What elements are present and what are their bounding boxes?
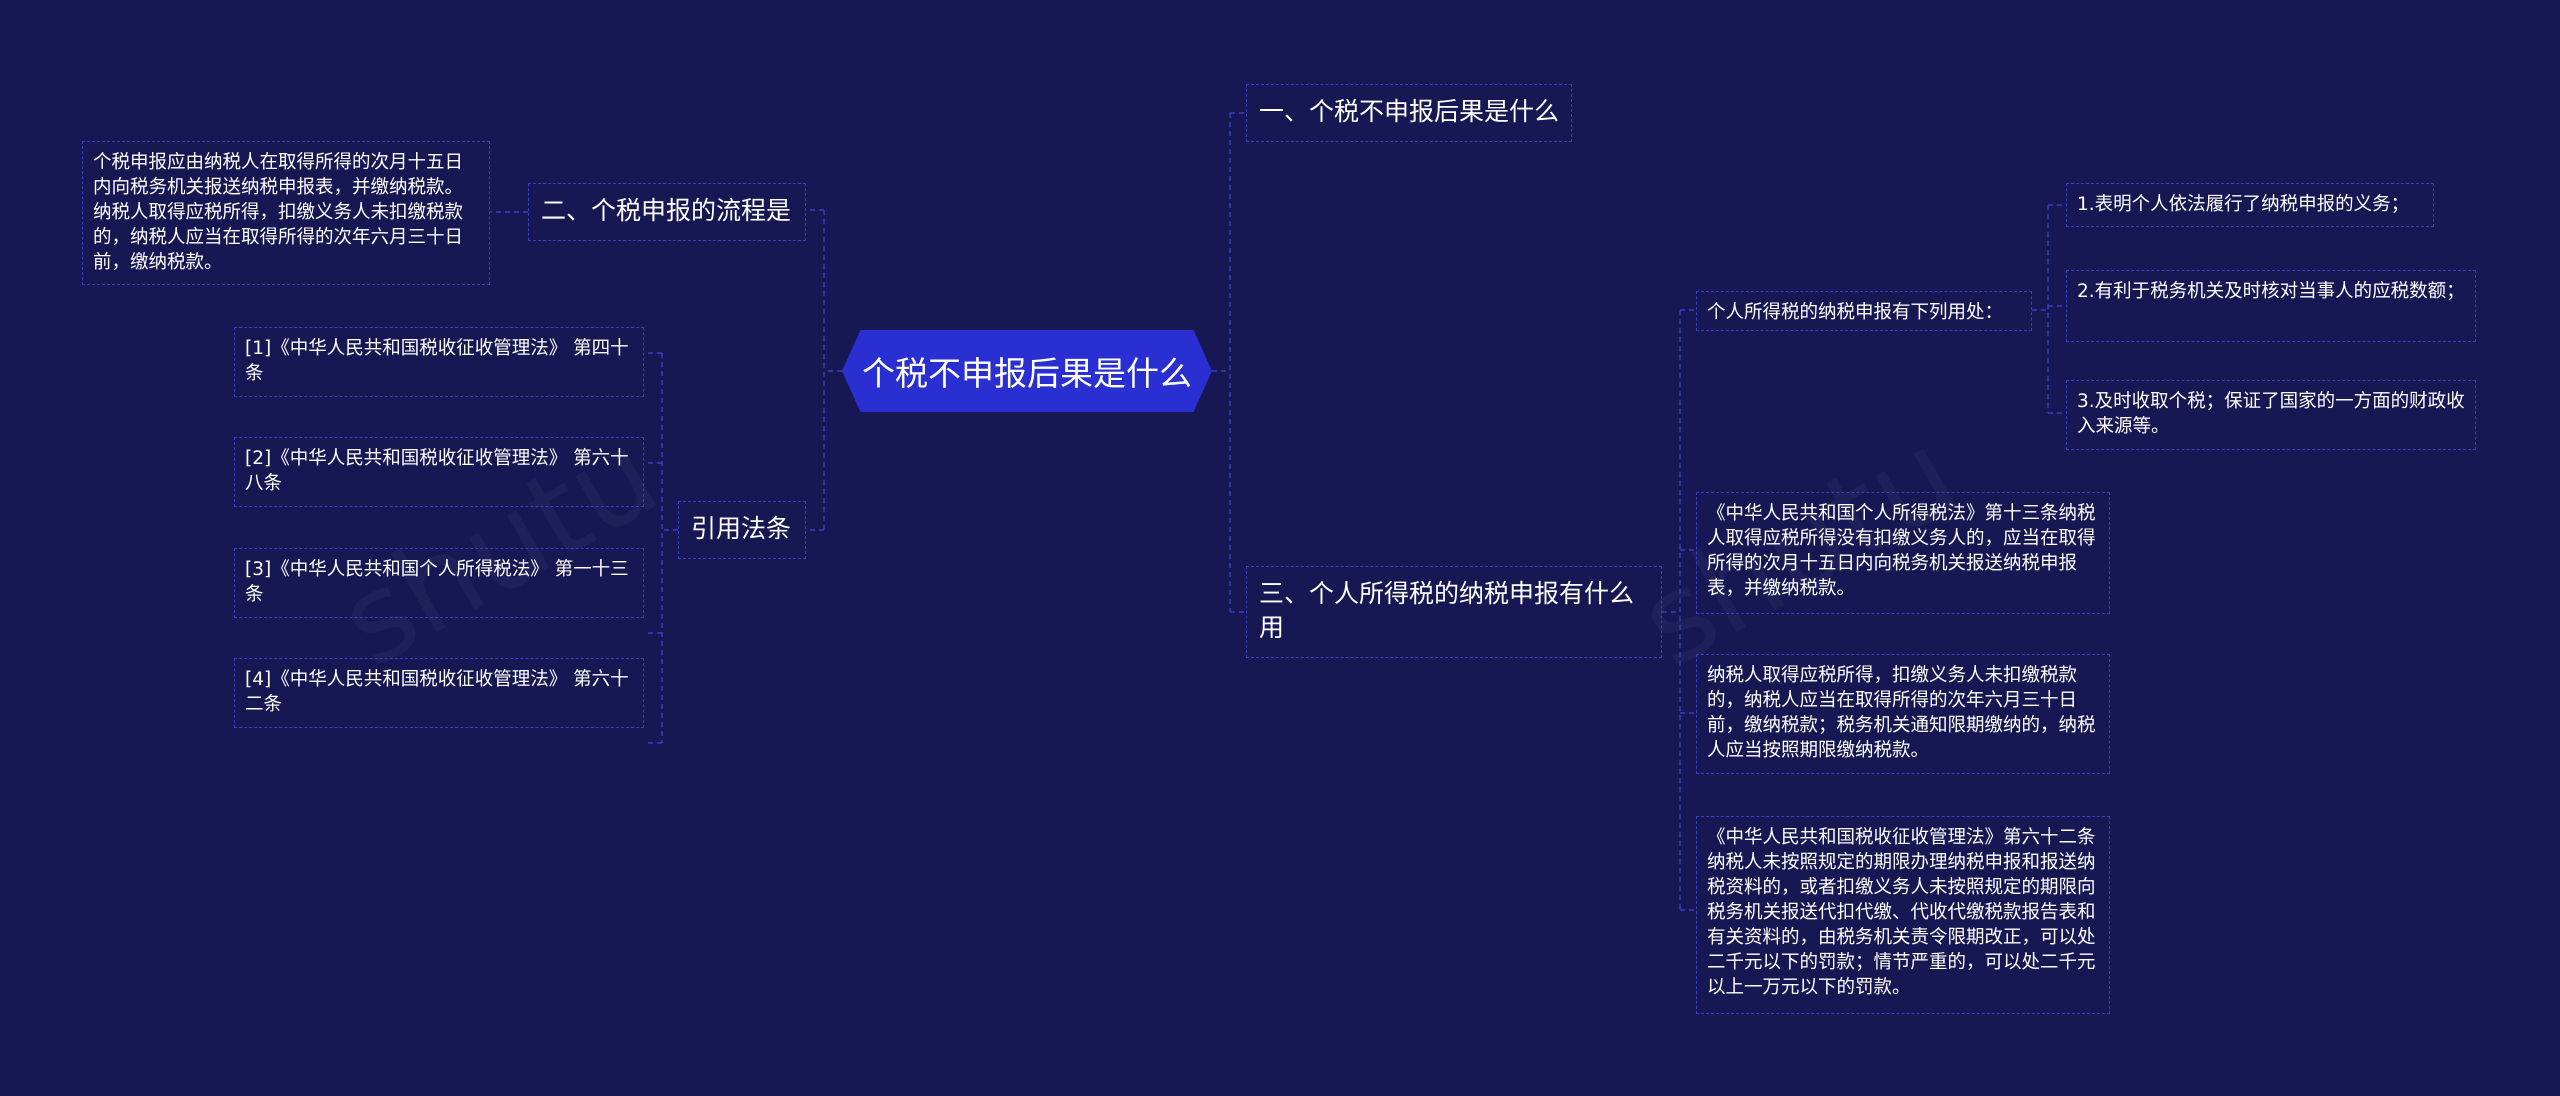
branch-process[interactable]: 二、个税申报的流程是 bbox=[528, 183, 806, 241]
root-topic[interactable]: 个税不申报后果是什么 bbox=[842, 330, 1212, 412]
process-detail[interactable]: 个税申报应由纳税人在取得所得的次月十五日内向税务机关报送纳税申报表，并缴纳税款。… bbox=[82, 141, 490, 285]
law-item[interactable]: [1]《中华人民共和国税收征收管理法》 第四十条 bbox=[234, 327, 644, 397]
branch-consequence[interactable]: 一、个税不申报后果是什么 bbox=[1246, 84, 1572, 142]
clause-item[interactable]: 纳税人取得应税所得，扣缴义务人未扣缴税款的，纳税人应当在取得所得的次年六月三十日… bbox=[1696, 654, 2110, 774]
use-item[interactable]: 2.有利于税务机关及时核对当事人的应税数额； bbox=[2066, 270, 2476, 342]
branch-laws[interactable]: 引用法条 bbox=[678, 501, 806, 559]
clause-item[interactable]: 《中华人民共和国个人所得税法》第十三条纳税人取得应税所得没有扣缴义务人的，应当在… bbox=[1696, 492, 2110, 614]
law-item[interactable]: [4]《中华人民共和国税收征收管理法》 第六十二条 bbox=[234, 658, 644, 728]
branch-use[interactable]: 三、个人所得税的纳税申报有什么用 bbox=[1246, 566, 1662, 658]
clause-item[interactable]: 《中华人民共和国税收征收管理法》第六十二条纳税人未按照规定的期限办理纳税申报和报… bbox=[1696, 816, 2110, 1014]
use-item[interactable]: 3.及时收取个税；保证了国家的一方面的财政收入来源等。 bbox=[2066, 380, 2476, 450]
use-item[interactable]: 1.表明个人依法履行了纳税申报的义务； bbox=[2066, 183, 2434, 227]
use-summary[interactable]: 个人所得税的纳税申报有下列用处： bbox=[1696, 291, 2032, 331]
law-item[interactable]: [2]《中华人民共和国税收征收管理法》 第六十八条 bbox=[234, 437, 644, 507]
law-item[interactable]: [3]《中华人民共和国个人所得税法》 第一十三条 bbox=[234, 548, 644, 618]
